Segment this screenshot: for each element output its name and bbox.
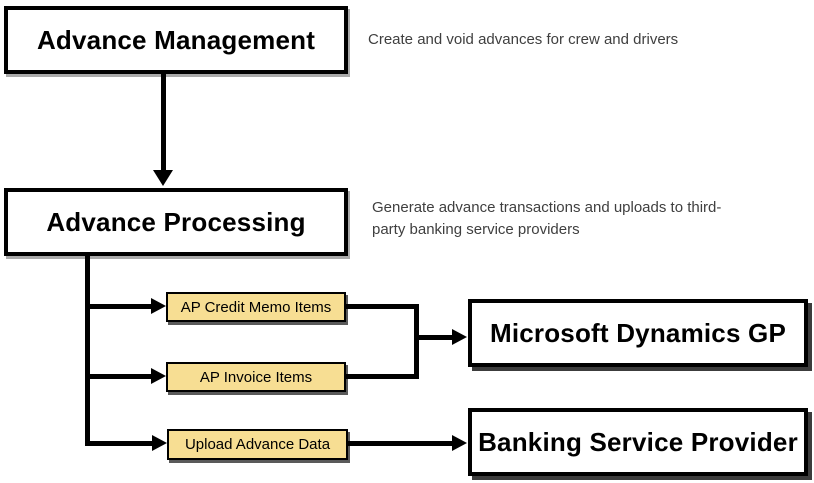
node-upload-advance-data-label: Upload Advance Data <box>184 436 331 453</box>
node-ap-invoice-items-label: AP Invoice Items <box>199 368 313 386</box>
connector-branch-credit-memo-line <box>87 304 153 309</box>
node-advance-management-label: Advance Management <box>36 24 316 55</box>
node-ap-credit-memo-items: AP Credit Memo Items <box>166 292 346 322</box>
connector-invoice-out-line <box>344 374 418 379</box>
connector-branch-invoice-line <box>87 374 153 379</box>
connector-to-dynamics-line <box>416 335 453 340</box>
connector-branch-upload-line <box>87 441 153 446</box>
node-ap-invoice-items: AP Invoice Items <box>166 362 346 392</box>
node-advance-processing: Advance Processing <box>4 188 348 256</box>
node-banking-service-provider: Banking Service Provider <box>468 408 808 476</box>
connector-management-to-processing-arrowhead-icon <box>153 170 173 186</box>
node-microsoft-dynamics-gp: Microsoft Dynamics GP <box>468 299 808 367</box>
connector-credit-memo-out-line <box>344 304 418 309</box>
node-banking-service-provider-label: Banking Service Provider <box>478 426 798 457</box>
connector-management-to-processing-line <box>161 72 166 172</box>
connector-branch-upload-arrowhead-icon <box>152 435 167 451</box>
connector-to-banking-arrowhead-icon <box>452 435 467 451</box>
connector-processing-trunk-line <box>85 255 90 446</box>
node-advance-management: Advance Management <box>4 6 348 74</box>
node-upload-advance-data: Upload Advance Data <box>167 429 348 460</box>
node-ap-credit-memo-items-label: AP Credit Memo Items <box>180 298 332 316</box>
connector-to-banking-line <box>346 441 453 446</box>
connector-branch-invoice-arrowhead-icon <box>151 368 166 384</box>
connector-to-dynamics-arrowhead-icon <box>452 329 467 345</box>
advance-processing-description: Generate advance transactions and upload… <box>372 199 722 238</box>
connector-merge-vertical-line <box>414 304 419 379</box>
node-advance-processing-label: Advance Processing <box>46 206 306 237</box>
node-microsoft-dynamics-gp-label: Microsoft Dynamics GP <box>489 317 787 348</box>
connector-branch-credit-memo-arrowhead-icon <box>151 298 166 314</box>
advance-management-description: Create and void advances for crew and dr… <box>368 31 679 48</box>
